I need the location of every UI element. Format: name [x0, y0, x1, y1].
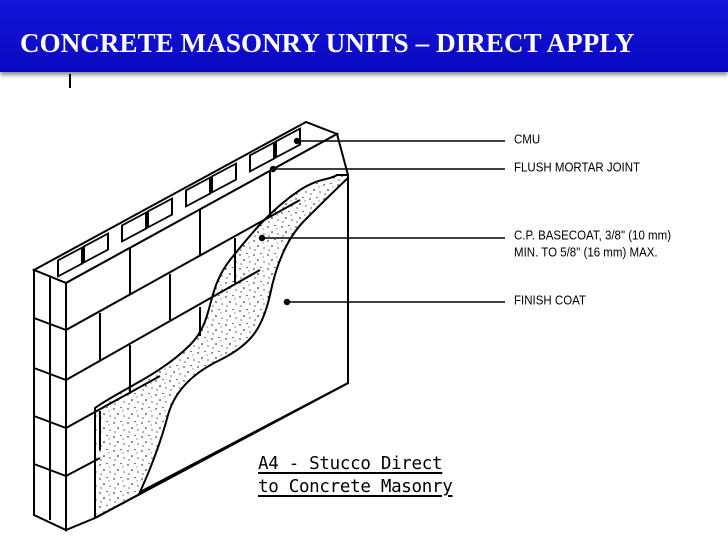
caption-line1: A4 - Stucco Direct [258, 454, 443, 474]
title-bar: CONCRETE MASONRY UNITS – DIRECT APPLY [0, 0, 728, 72]
leader-lines [258, 137, 505, 306]
label-finish-coat: FINISH COAT [514, 294, 586, 308]
caption-line2: to Concrete Masonry [258, 477, 453, 497]
slide-tick-mark [69, 74, 71, 88]
label-flush-mortar-joint: FLUSH MORTAR JOINT [514, 161, 641, 175]
slide-title: CONCRETE MASONRY UNITS – DIRECT APPLY [20, 28, 635, 58]
label-basecoat-line2: MIN. TO 5/8" (16 mm) MAX. [514, 246, 658, 260]
label-basecoat-line1: C.P. BASECOAT, 3/8" (10 mm) [514, 229, 672, 243]
label-cmu: CMU [514, 133, 541, 147]
cmu-top-cells [57, 127, 301, 278]
finish-coat-layer [137, 175, 349, 495]
